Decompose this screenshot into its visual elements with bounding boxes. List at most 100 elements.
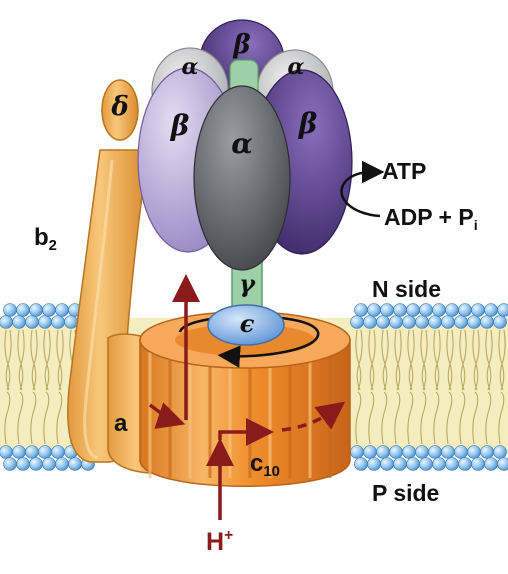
lipid-head [12, 315, 26, 329]
lipid-tail [395, 329, 402, 391]
lipid-head [428, 315, 442, 329]
lipid-tail [434, 329, 441, 391]
lipid-head [441, 315, 455, 329]
lipid-head [51, 445, 65, 459]
n-side-label: N side [372, 276, 442, 302]
lipid-tail [407, 391, 414, 445]
lipid-head [480, 445, 494, 459]
lipid-tail [369, 329, 376, 391]
lipid-head [25, 315, 39, 329]
lipid-tail [57, 329, 64, 391]
lipid-heads-bottom [0, 445, 508, 471]
lipid-tail [486, 329, 493, 391]
lipid-head [406, 303, 420, 317]
c10-label-text: c [250, 450, 264, 477]
lipid-head [64, 315, 78, 329]
lipid-head [493, 315, 507, 329]
lipid-tail [499, 329, 506, 391]
lipid-head [445, 457, 459, 471]
lipid-head [29, 457, 43, 471]
lipid-tail [382, 329, 389, 391]
adp-label: ADP + Pi [384, 206, 478, 234]
lipid-head [458, 303, 472, 317]
lipid-head [445, 303, 459, 317]
lipid-head [354, 457, 368, 471]
alpha-subunit-front [193, 85, 291, 271]
lipid-head [25, 445, 39, 459]
lipid-tail [56, 391, 63, 445]
lipid-head [376, 315, 390, 329]
lipid-tail [18, 329, 25, 391]
lipid-tail [30, 391, 37, 445]
lipid-head [12, 445, 26, 459]
lipid-head [363, 315, 377, 329]
lipid-head [415, 445, 429, 459]
lipid-head [16, 303, 30, 317]
lipid-head [55, 457, 69, 471]
beta-label-right: β [298, 107, 318, 140]
lipid-head [428, 445, 442, 459]
lipid-tail [421, 329, 428, 391]
lipid-head [51, 315, 65, 329]
lipid-head [350, 315, 364, 329]
lipid-tail [31, 329, 38, 391]
lipid-head [432, 457, 446, 471]
lipid-tail [420, 391, 427, 445]
lipid-tail [394, 391, 401, 445]
lipid-head [497, 457, 508, 471]
lipid-head [3, 303, 17, 317]
lipid-tail [43, 391, 50, 445]
delta-subunit [101, 79, 139, 141]
lipid-head [402, 315, 416, 329]
lipid-head [480, 315, 494, 329]
alpha-label-right: α [287, 54, 305, 80]
lipid-head [393, 457, 407, 471]
proton-path [148, 274, 346, 520]
lipid-tail [459, 391, 466, 445]
lipid-head [471, 303, 485, 317]
lipid-head [493, 445, 507, 459]
lipid-tail [498, 391, 505, 445]
lipid-head [471, 457, 485, 471]
lipid-head [402, 445, 416, 459]
lipid-tail [485, 391, 492, 445]
epsilon-subunit [207, 304, 285, 346]
lipid-tail [381, 391, 388, 445]
lipid-head [0, 315, 13, 329]
lipid-head [415, 315, 429, 329]
synthesis-arrow [340, 160, 385, 218]
atp-label: ATP [382, 158, 427, 184]
lipid-head [350, 445, 364, 459]
lipid-head [29, 303, 43, 317]
lipid-tail [446, 391, 453, 445]
lipid-head [380, 303, 394, 317]
lipid-head [432, 303, 446, 317]
lipid-head [380, 457, 394, 471]
lipid-tail [447, 329, 454, 391]
lipid-tail [17, 391, 24, 445]
lipid-tail [473, 329, 480, 391]
beta-label-left: β [170, 109, 190, 142]
lipid-head [38, 445, 52, 459]
beta-label-top: β [233, 30, 251, 60]
lipid-head [42, 457, 56, 471]
lipid-head [458, 457, 472, 471]
lipid-head [3, 457, 17, 471]
lipid-tail [356, 329, 363, 391]
lipid-head [68, 457, 82, 471]
lipid-head [38, 315, 52, 329]
c10-label: c10 [250, 452, 280, 480]
lipid-head [419, 303, 433, 317]
c10-label-subscript: 10 [263, 464, 280, 481]
f1-head [137, 19, 353, 271]
proton-label-text: H [206, 528, 225, 557]
lipid-tail [4, 391, 11, 445]
b2-label-text: b [34, 224, 49, 251]
p-side-label: P side [372, 480, 440, 506]
lipid-head [376, 445, 390, 459]
lipid-head [389, 315, 403, 329]
lipid-head [363, 445, 377, 459]
lipid-tail [355, 391, 362, 445]
lipid-head [441, 445, 455, 459]
